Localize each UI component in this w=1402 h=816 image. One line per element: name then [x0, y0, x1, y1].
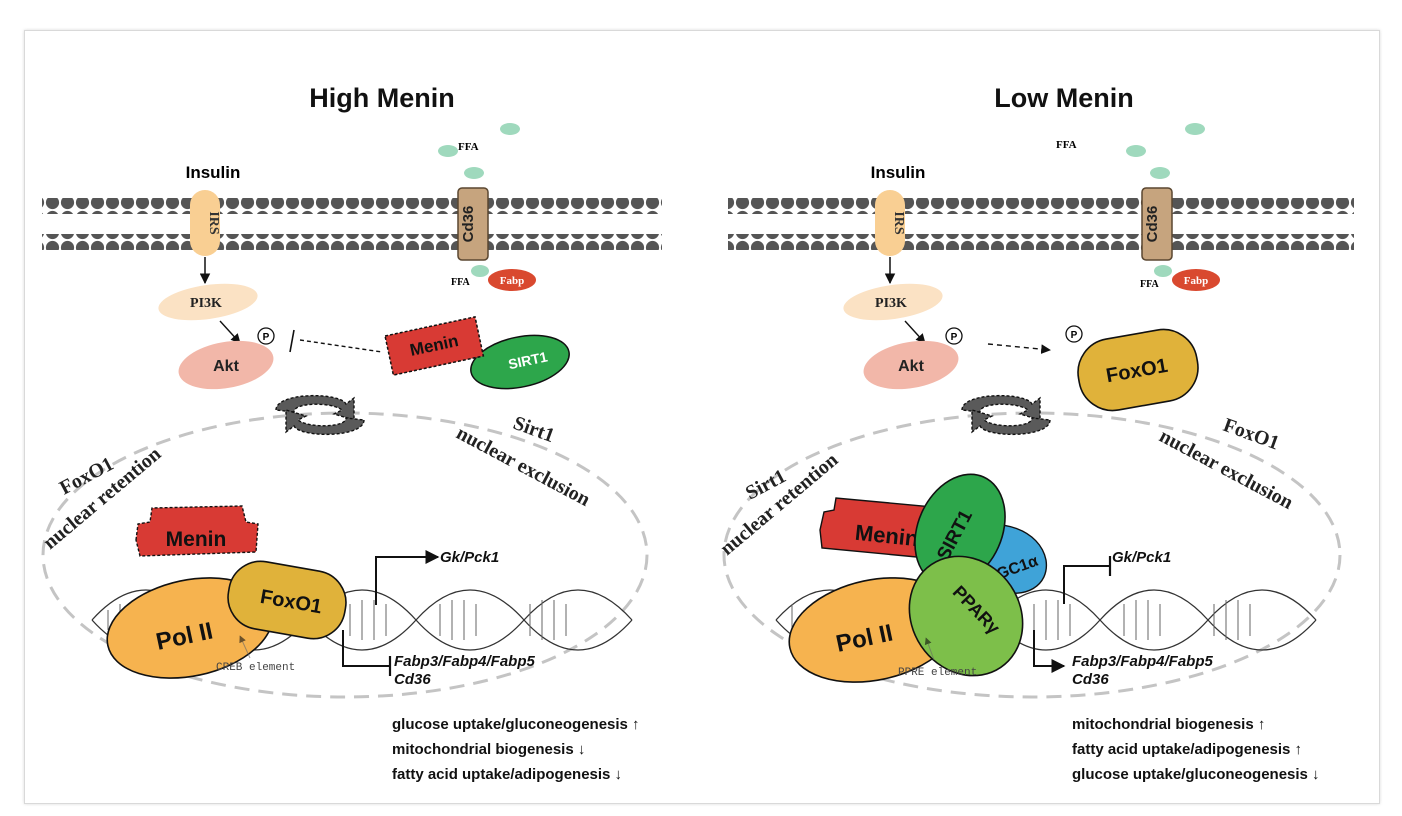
nucleus-envelope: [722, 411, 1342, 699]
svg-text:fatty acid uptake/adipogenesis: fatty acid uptake/adipogenesis ↓: [392, 766, 622, 783]
svg-text:Gk/Pck1: Gk/Pck1: [1112, 549, 1171, 566]
svg-text:mitochondrial biogenesis ↑: mitochondrial biogenesis ↑: [1072, 716, 1265, 733]
svg-text:Fabp: Fabp: [1184, 275, 1208, 287]
svg-text:Fabp: Fabp: [500, 275, 524, 287]
svg-text:mitochondrial biogenesis ↓: mitochondrial biogenesis ↓: [392, 741, 585, 758]
effects-list: mitochondrial biogenesis ↑ fatty acid up…: [1072, 716, 1320, 783]
irs-receptor: IRS: [190, 190, 221, 256]
panel-title: High Menin: [309, 83, 454, 113]
irs-receptor: IRS: [875, 190, 906, 256]
figure-frame: [24, 30, 1380, 804]
ppar-gamma: PPARγ: [908, 555, 1024, 677]
cd36-transporter: Cd36: [457, 187, 489, 261]
svg-text:Fabp3/Fabp4/Fabp5: Fabp3/Fabp4/Fabp5: [1072, 653, 1214, 670]
svg-text:FoxO1: FoxO1: [1220, 414, 1282, 454]
svg-text:Gk/Pck1: Gk/Pck1: [440, 549, 499, 566]
ffa-particles: [1126, 123, 1205, 277]
svg-text:CREB element: CREB element: [216, 662, 295, 674]
akt-protein: Akt: [178, 340, 274, 390]
cd36-transporter: Cd36: [1141, 187, 1173, 261]
effects-list: glucose uptake/gluconeogenesis ↑ mitocho…: [392, 716, 640, 783]
pi3k-protein: PI3K: [843, 283, 943, 321]
panel-low-menin: Low Menin FFA FFA Insulin IRS Cd36 Fabp: [716, 83, 1354, 783]
svg-text:P: P: [1071, 330, 1078, 341]
creb-element-label: CREB element: [216, 635, 295, 674]
akt-to-foxo1-arrow: [987, 343, 1051, 355]
svg-text:glucose uptake/gluconeogenesis: glucose uptake/gluconeogenesis ↓: [1072, 766, 1320, 783]
svg-text:Akt: Akt: [213, 358, 239, 375]
phospho-marker: P: [945, 327, 963, 345]
pi3k-to-akt-arrow: [219, 320, 241, 344]
phospho-marker: P: [257, 327, 275, 345]
svg-text:Menin: Menin: [166, 528, 227, 551]
inhibition-line: [289, 329, 383, 353]
ffa-label: FFA: [451, 277, 470, 288]
svg-text:P: P: [263, 332, 270, 343]
ffa-label: FFA: [1140, 279, 1159, 290]
gene-repression-bar: Fabp3/Fabp4/Fabp5 Cd36: [342, 630, 536, 688]
svg-text:Sirt1: Sirt1: [510, 412, 557, 447]
ffa-particles: [438, 123, 520, 277]
phospho-marker: P: [1065, 325, 1083, 343]
pi3k-protein: PI3K: [158, 283, 258, 321]
svg-text:Cd36: Cd36: [460, 206, 477, 243]
cytoplasmic-foxo1: FoxO1: [1077, 328, 1199, 412]
ffa-label: FFA: [458, 141, 479, 153]
svg-text:Cd36: Cd36: [1072, 671, 1109, 688]
pi3k-to-akt-arrow: [904, 320, 926, 344]
sirt1-nuclear-exclusion-label: Sirt1 nuclear exclusion: [453, 412, 594, 511]
nuclear-menin: Menin: [135, 505, 259, 557]
shuttle-arrows-icon: [961, 395, 1051, 435]
svg-text:PI3K: PI3K: [190, 296, 222, 311]
svg-text:Cd36: Cd36: [394, 671, 431, 688]
svg-text:Fabp3/Fabp4/Fabp5: Fabp3/Fabp4/Fabp5: [394, 653, 536, 670]
nucleus-envelope: [41, 411, 649, 699]
cell-membrane: [42, 198, 662, 250]
nuclear-foxo1: FoxO1: [227, 560, 347, 640]
fabp-protein: Fabp: [1172, 269, 1220, 291]
svg-text:P: P: [951, 332, 958, 343]
svg-text:glucose uptake/gluconeogenesis: glucose uptake/gluconeogenesis ↑: [392, 716, 640, 733]
ffa-label: FFA: [1056, 139, 1077, 151]
panel-high-menin: High Menin FFA FFA Insulin IRS Cd36: [39, 83, 662, 783]
ppre-element-label: PPRE element: [898, 637, 977, 679]
insulin-label: Insulin: [186, 163, 241, 182]
akt-protein: Akt: [863, 340, 959, 390]
gene-repression-bar: Gk/Pck1: [1063, 549, 1171, 604]
foxo1-nuclear-exclusion-label: FoxO1 nuclear exclusion: [1156, 414, 1297, 514]
svg-text:PI3K: PI3K: [875, 296, 907, 311]
gene-activation-arrow: Fabp3/Fabp4/Fabp5 Cd36: [1033, 630, 1214, 688]
svg-text:IRS: IRS: [891, 211, 906, 235]
svg-text:Akt: Akt: [898, 358, 924, 375]
nuclear-sirt1: SIRT1: [914, 473, 1006, 587]
shuttle-arrows-icon: [275, 395, 365, 435]
cell-membrane: [728, 198, 1354, 250]
panel-title: Low Menin: [994, 83, 1133, 113]
insulin-label: Insulin: [871, 163, 926, 182]
menin-sirt1-complex: SIRT1 Menin: [384, 315, 570, 390]
fabp-protein: Fabp: [488, 269, 536, 291]
gene-activation-arrow: Gk/Pck1: [375, 549, 499, 605]
svg-text:PPRE element: PPRE element: [898, 667, 977, 679]
svg-text:fatty acid uptake/adipogenesis: fatty acid uptake/adipogenesis ↑: [1072, 741, 1302, 758]
svg-text:Cd36: Cd36: [1144, 206, 1161, 243]
svg-text:IRS: IRS: [206, 211, 221, 235]
